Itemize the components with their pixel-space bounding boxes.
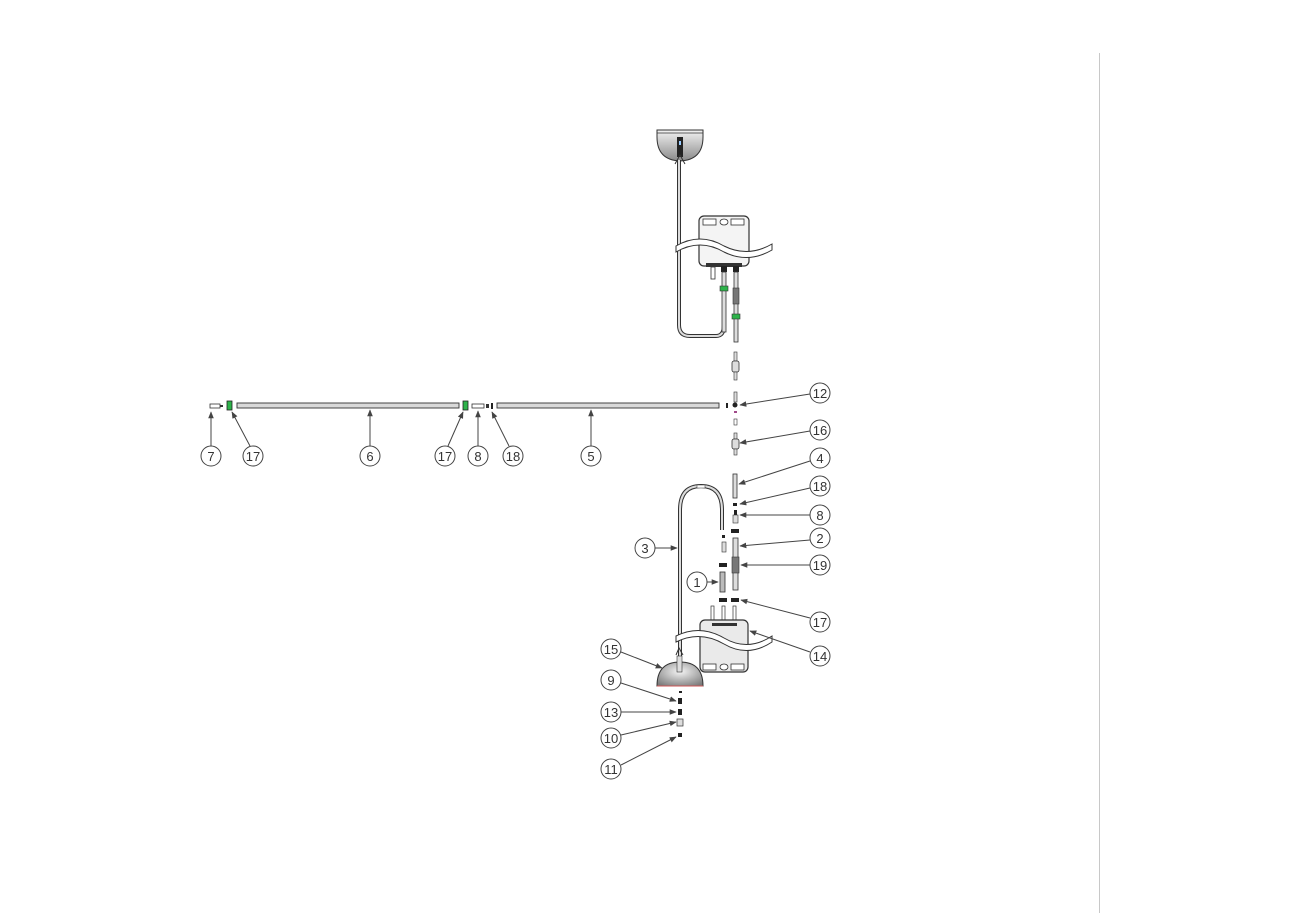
top-canister	[656, 129, 704, 162]
svg-text:2: 2	[816, 531, 823, 546]
svg-text:1: 1	[693, 575, 700, 590]
callout-12: 12	[809, 382, 831, 404]
tube-3	[678, 483, 724, 665]
svg-text:17: 17	[246, 449, 260, 464]
callout-1: 1	[686, 571, 708, 593]
svg-text:18: 18	[813, 479, 827, 494]
svg-text:12: 12	[813, 386, 827, 401]
callout-18: 18	[809, 475, 831, 497]
callout-9: 9	[600, 669, 622, 691]
connector-stack	[726, 351, 740, 602]
svg-text:6: 6	[366, 449, 373, 464]
svg-text:8: 8	[816, 508, 823, 523]
callout-19: 19	[809, 554, 831, 576]
bottom-dome	[656, 646, 704, 737]
callout-13: 13	[600, 701, 622, 723]
svg-text:17: 17	[813, 615, 827, 630]
callout-16: 16	[809, 419, 831, 441]
leader-lines	[208, 393, 811, 766]
svg-text:4: 4	[816, 451, 823, 466]
callout-17: 17	[242, 445, 264, 467]
svg-text:14: 14	[813, 649, 827, 664]
svg-text:18: 18	[506, 449, 520, 464]
svg-text:16: 16	[813, 423, 827, 438]
page-divider-line	[1099, 53, 1100, 913]
callout-4: 4	[809, 447, 831, 469]
callout-14: 14	[809, 645, 831, 667]
svg-text:15: 15	[604, 642, 618, 657]
svg-text:11: 11	[604, 762, 618, 777]
svg-text:5: 5	[587, 449, 594, 464]
bottom-bag-device	[675, 605, 773, 673]
mid-column-parts	[719, 535, 727, 602]
svg-text:7: 7	[207, 449, 214, 464]
svg-text:10: 10	[604, 731, 618, 746]
callout-10: 10	[600, 727, 622, 749]
svg-text:13: 13	[604, 705, 618, 720]
callout-15: 15	[600, 638, 622, 660]
callout-6: 6	[359, 445, 381, 467]
top-device-outlets	[719, 271, 741, 343]
svg-text:8: 8	[474, 449, 481, 464]
callouts: 7 17 6 17 8 18 5 12 16 4 18 8 2 19 17 14…	[200, 382, 831, 780]
callout-17: 17	[434, 445, 456, 467]
callout-8: 8	[809, 504, 831, 526]
callout-8: 8	[467, 445, 489, 467]
top-bag-device	[675, 215, 773, 280]
callout-7: 7	[200, 445, 222, 467]
callout-3: 3	[634, 537, 656, 559]
svg-text:3: 3	[641, 541, 648, 556]
svg-text:17: 17	[438, 449, 452, 464]
callout-2: 2	[809, 527, 831, 549]
callout-17: 17	[809, 611, 831, 633]
svg-text:9: 9	[607, 673, 614, 688]
callout-11: 11	[600, 758, 622, 780]
callout-18: 18	[502, 445, 524, 467]
svg-text:19: 19	[813, 558, 827, 573]
horizontal-assembly	[209, 400, 720, 411]
callout-5: 5	[580, 445, 602, 467]
